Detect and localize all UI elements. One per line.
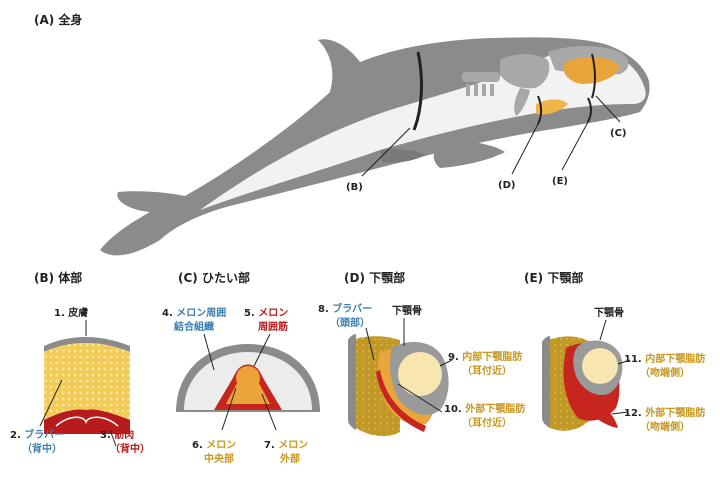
svg-text:12. 外部下顎脂肪: 12. 外部下顎脂肪	[624, 406, 705, 419]
d-jaw-label: 下顎骨	[392, 305, 422, 317]
section-line-b	[412, 51, 423, 131]
svg-text:6. メロン: 6. メロン	[192, 439, 236, 451]
d-blubber-name: ブラバー	[332, 302, 372, 315]
panel-d-title: (D) 下顎部	[344, 270, 405, 285]
d-blubber-loc: （頭部）	[330, 316, 370, 329]
muscle-back	[44, 409, 130, 434]
mm-num: 5.	[244, 308, 255, 319]
flipper-shadow	[380, 149, 425, 163]
mc-num: 6.	[192, 440, 203, 451]
panel-e-title: (E) 下顎部	[524, 270, 583, 285]
ct-num: 4.	[162, 308, 173, 319]
whale-belly	[200, 50, 646, 210]
panel-c-title: (C) ひたい部	[178, 270, 250, 285]
d-blubber-num: 8.	[318, 304, 329, 315]
d-skin	[348, 334, 356, 430]
mm-name2: 周囲筋	[258, 320, 288, 333]
panel-e: (E) 下顎部 下顎骨 11. 内部下顎脂肪 （吻端側） 12. 外部下顎脂肪 …	[524, 270, 705, 433]
e-imf-num: 11.	[624, 354, 642, 365]
svg-text:2. ブラバー: 2. ブラバー	[10, 428, 64, 441]
section-line-d	[537, 95, 542, 125]
melon-fat	[563, 57, 620, 84]
e-skin	[542, 336, 550, 428]
callout-d: (D)	[498, 180, 515, 191]
skin-layer	[44, 337, 130, 352]
e-emf-loc: （吻端側）	[640, 420, 690, 433]
mo-name1: メロン	[278, 439, 308, 451]
e-imf-name: 内部下顎脂肪	[645, 352, 705, 365]
d-imf-loc: （耳付近）	[462, 364, 512, 377]
mo-num: 7.	[264, 440, 275, 451]
svg-text:10. 外部下顎脂肪: 10. 外部下顎脂肪	[444, 402, 525, 415]
muscle-back-num: 3.	[100, 430, 111, 441]
blubber-back-loc: （背中）	[22, 442, 62, 455]
section-line-c	[591, 53, 596, 99]
svg-text:4. メロン周囲: 4. メロン周囲	[162, 307, 226, 319]
d-emf-name: 外部下顎脂肪	[464, 402, 525, 415]
e-imf-loc: （吻端側）	[640, 366, 690, 379]
melon-center	[236, 366, 260, 390]
svg-text:11. 内部下顎脂肪: 11. 内部下顎脂肪	[624, 352, 705, 365]
e-internal-fat	[582, 348, 618, 384]
mm-name1: メロン	[258, 307, 288, 319]
blubber-back-num: 2.	[10, 430, 21, 441]
ct-name1: メロン周囲	[176, 307, 226, 319]
svg-text:3. 筋肉: 3. 筋肉	[100, 428, 134, 441]
d-imf-name: 内部下顎脂肪	[462, 350, 522, 363]
e-jaw-label: 下顎骨	[594, 307, 624, 319]
e-emf-num: 12.	[624, 408, 642, 419]
d-emf-num: 10.	[444, 404, 462, 415]
svg-text:7. メロン: 7. メロン	[264, 439, 308, 451]
blubber-back-name: ブラバー	[24, 428, 64, 441]
callout-e: (E)	[552, 176, 568, 187]
panel-a-title: (A) 全身	[34, 12, 82, 27]
d-imf-num: 9.	[448, 352, 459, 363]
muscle-back-loc: （背中）	[110, 442, 150, 455]
svg-text:5. メロン: 5. メロン	[244, 307, 288, 319]
blubber-back	[44, 343, 130, 420]
callout-c: (C)	[610, 128, 626, 139]
muscle-back-name: 筋肉	[113, 428, 134, 441]
ct-name2: 結合組織	[174, 320, 214, 333]
svg-text:9. 内部下顎脂肪: 9. 内部下顎脂肪	[448, 350, 522, 363]
skin-label: 1. 皮膚	[54, 306, 88, 319]
e-emf-name: 外部下顎脂肪	[644, 406, 705, 419]
e-ext-fat-tail	[588, 404, 618, 428]
mo-name2: 外部	[279, 452, 300, 465]
panel-d: (D) 下顎部 8. ブラバー （頭部） 下顎骨 9. 内部下顎脂肪 （耳付近）…	[318, 270, 525, 437]
svg-text:8. ブラバー: 8. ブラバー	[318, 302, 372, 315]
mc-name1: メロン	[206, 439, 236, 451]
d-emf-loc: （耳付近）	[462, 416, 512, 429]
panel-b-title: (B) 体部	[34, 270, 82, 285]
panel-c: (C) ひたい部 4. メロン周囲 結合組織 5. メロン 周囲筋 6. メロン…	[162, 270, 320, 465]
section-line-e	[587, 97, 592, 123]
d-internal-fat	[398, 352, 442, 396]
jaw-fat	[536, 99, 568, 115]
panel-a: (A) 全身 (B) (D) (	[34, 12, 650, 256]
panel-b: (B) 体部 1. 皮膚 2. ブラバー （背中） 3. 筋肉 （背中）	[10, 270, 150, 455]
flipper	[433, 140, 505, 168]
d-muscle-edge	[376, 370, 426, 432]
mc-name2: 中央部	[204, 452, 234, 465]
callout-b: (B)	[346, 182, 363, 193]
